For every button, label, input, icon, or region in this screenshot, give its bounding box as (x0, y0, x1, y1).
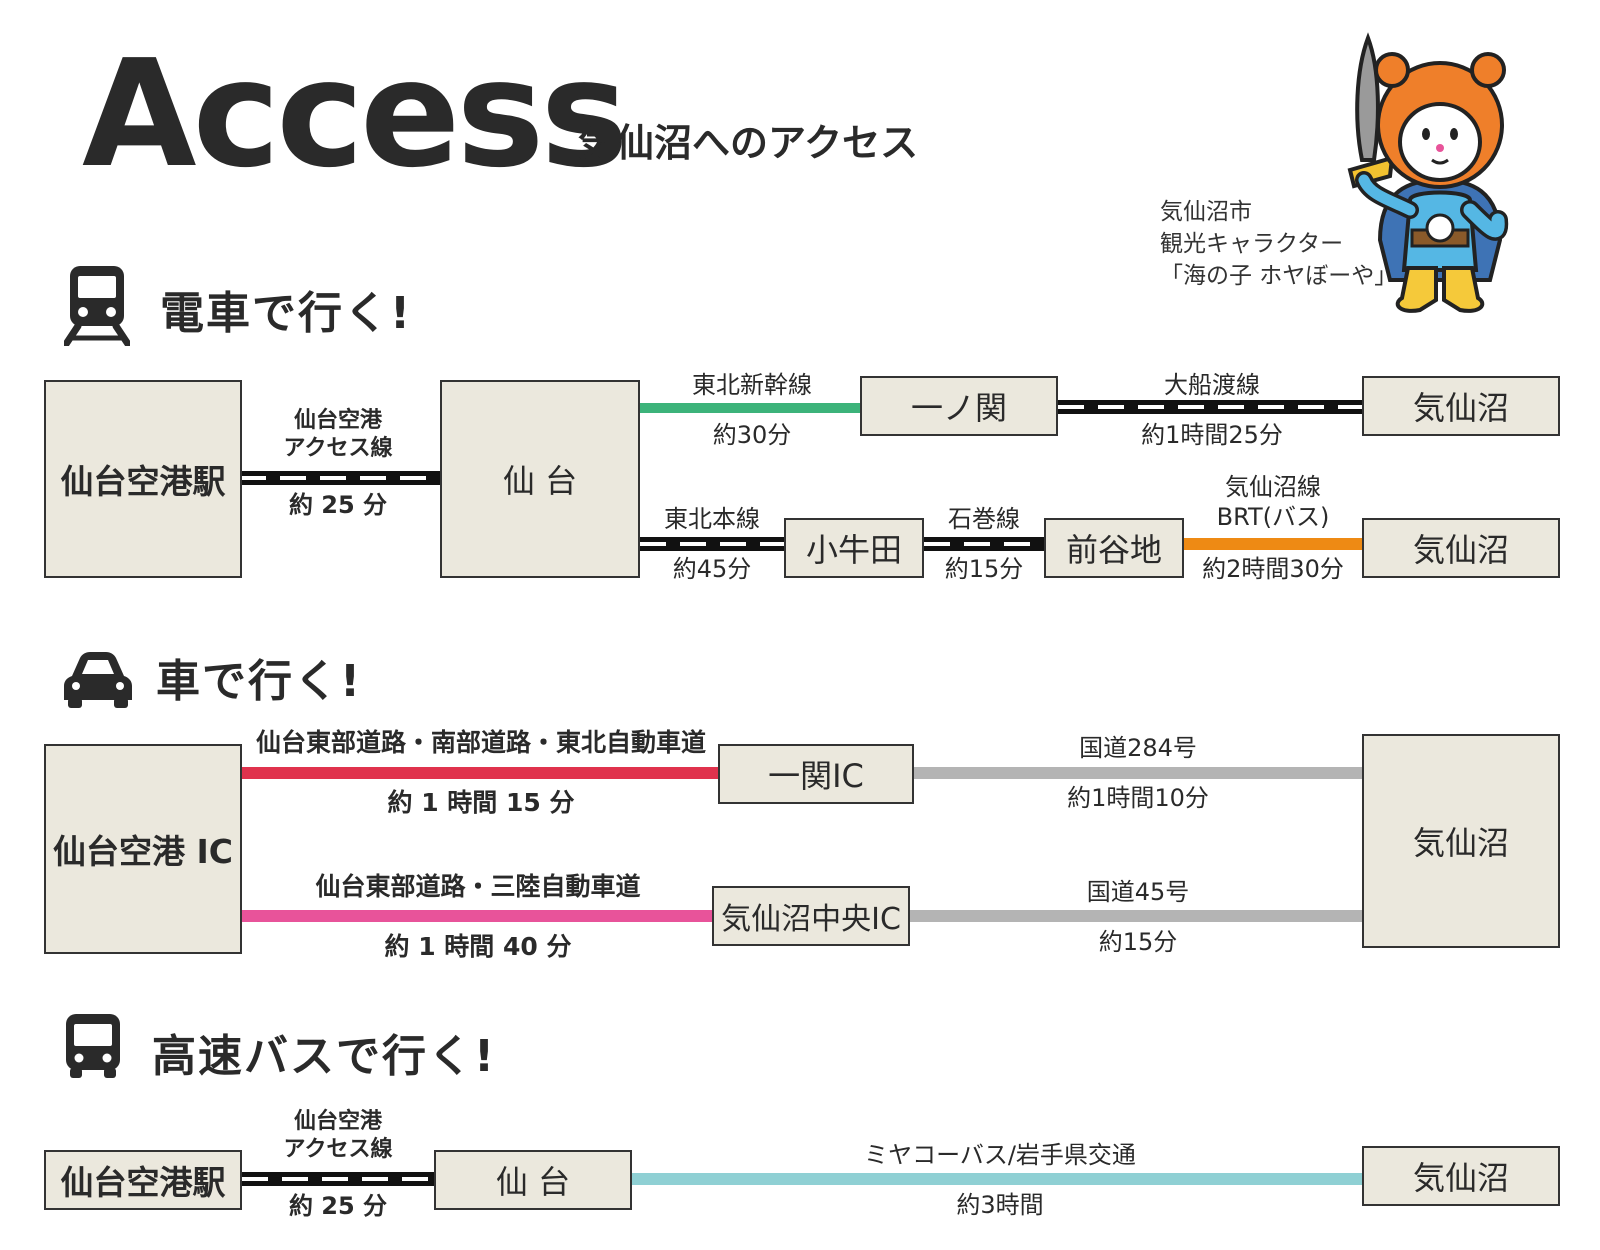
car-route45-label: 国道45号 (1086, 878, 1190, 906)
train-heading: 電車で行く! (160, 288, 413, 339)
train-shinkansen-time: 約30分 (712, 421, 792, 449)
bus-highway-line (632, 1173, 1362, 1185)
train-icon (64, 266, 130, 346)
mascot-caption-line3: 「海の子 ホヤぼーや」 (1160, 263, 1398, 289)
mascot-caption: 気仙沼市 観光キャラクター 「海の子 ホヤぼーや」 (1160, 196, 1397, 292)
car-upper-road-line (242, 767, 720, 779)
car-lower-road-line (242, 910, 714, 922)
page-title: Access (82, 28, 629, 200)
car-lower-road-time: 約 1 時間 40 分 (384, 932, 572, 961)
train-station-ichinoseki: 一ノ関 (860, 376, 1058, 436)
car-route45-line (910, 910, 1362, 922)
car-lower-road-label: 仙台東部道路・三陸自動車道 (315, 872, 641, 901)
page-subtitle: 気仙沼へのアクセス (578, 121, 919, 165)
train-ofunato-label: 大船渡線 (1164, 371, 1260, 399)
bus-highway-label: ミヤコーバス/岩手県交通 (864, 1141, 1136, 1169)
train-ofunato-time: 約1時間25分 (1141, 421, 1283, 449)
car-route284-time: 約1時間10分 (1067, 784, 1209, 812)
car-node-airport-ic: 仙台空港 IC (44, 744, 242, 954)
bus-node-sendai: 仙 台 (434, 1150, 632, 1210)
train-brt-label2: BRT(バス) (1216, 503, 1330, 531)
train-tohoku-main-label: 東北本線 (664, 505, 760, 533)
bus-node-kesennuma: 気仙沼 (1362, 1146, 1560, 1206)
train-ofunato-line (1058, 400, 1362, 414)
train-station-kesennuma-1: 気仙沼 (1362, 376, 1560, 436)
bus-access-line-label1: 仙台空港 (293, 1109, 383, 1134)
train-station-kesennuma-2: 気仙沼 (1362, 518, 1560, 578)
bus-access-line (242, 1172, 438, 1186)
train-tohoku-main-line (640, 537, 784, 551)
car-route284-label: 国道284号 (1079, 734, 1197, 762)
mascot-caption-line1: 気仙沼市 (1160, 199, 1252, 225)
car-upper-road-label: 仙台東部道路・南部道路・東北自動車道 (255, 728, 707, 757)
train-ishinomaki-label: 石巻線 (948, 505, 1020, 533)
car-heading: 車で行く! (156, 656, 363, 707)
car-icon (64, 652, 132, 708)
train-station-maeyachi: 前谷地 (1044, 518, 1184, 578)
bus-icon (66, 1014, 120, 1078)
car-route284-line (914, 767, 1362, 779)
train-station-sendai: 仙 台 (440, 380, 640, 578)
train-shinkansen-line (640, 403, 860, 413)
car-node-kesennuma: 気仙沼 (1362, 734, 1560, 948)
car-node-ichinoseki-ic: 一関IC (718, 744, 914, 804)
train-ishinomaki-time: 約15分 (944, 555, 1024, 583)
train-access-line-label1: 仙台空港 (293, 408, 383, 433)
train-ishinomaki-line (924, 537, 1044, 551)
train-station-airport: 仙台空港駅 (44, 380, 242, 578)
mascot-caption-line2: 観光キャラクター (1160, 231, 1344, 257)
train-station-kogota: 小牛田 (784, 518, 924, 578)
mascot-illustration (1347, 32, 1509, 313)
car-upper-road-time: 約 1 時間 15 分 (387, 788, 575, 817)
train-shinkansen-label: 東北新幹線 (692, 371, 812, 399)
train-access-line (240, 471, 440, 485)
bus-access-time: 約 25 分 (288, 1192, 388, 1220)
car-node-kesennuma-chuo-ic: 気仙沼中央IC (712, 886, 910, 946)
train-brt-label1: 気仙沼線 (1225, 473, 1321, 501)
bus-node-airport: 仙台空港駅 (44, 1150, 242, 1210)
car-route45-time: 約15分 (1098, 928, 1178, 956)
bus-highway-time: 約3時間 (956, 1191, 1044, 1219)
train-access-line-label2: アクセス線 (283, 436, 393, 461)
bus-heading: 高速バスで行く! (152, 1031, 497, 1082)
train-tohoku-main-time: 約45分 (672, 555, 752, 583)
bus-access-line-label2: アクセス線 (283, 1137, 393, 1162)
train-brt-line (1184, 538, 1362, 550)
train-brt-time: 約2時間30分 (1202, 555, 1344, 583)
train-access-time: 約 25 分 (288, 491, 388, 519)
